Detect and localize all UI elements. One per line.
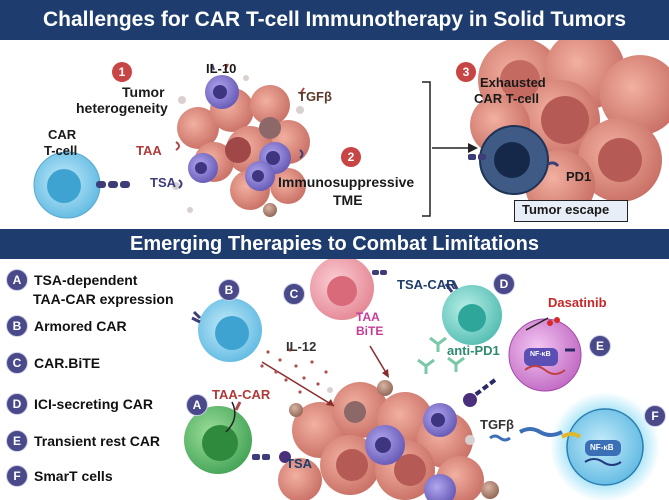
- challenge-number-2: 2: [341, 147, 361, 167]
- transient-rest-cell: [463, 317, 582, 407]
- tsa-car-label: TSA-CAR: [397, 277, 456, 292]
- diagram-letter-f: F: [644, 405, 666, 427]
- tumor-heterogeneity-line1: Tumor: [122, 84, 165, 100]
- il12-particles: [260, 348, 328, 394]
- ici-secreting-cell: [442, 280, 502, 345]
- legend-text-a-line2: TAA-CAR expression: [33, 291, 174, 307]
- challenge-number-1: 1: [112, 62, 132, 82]
- legend-item-c: C CAR.BiTE: [6, 352, 100, 374]
- tsa-label-top: TSA: [150, 175, 176, 190]
- taa-car-label: TAA-CAR: [212, 387, 271, 402]
- legend-text-f: SmarT cells: [34, 468, 113, 484]
- tgfb-label-bottom: TGFβ: [480, 417, 514, 432]
- diagram-letter-d: D: [493, 273, 515, 295]
- tsa-car-cell: [310, 256, 387, 320]
- il10-label: IL-10: [206, 61, 237, 76]
- legend-item-a: A TSA-dependent: [6, 269, 137, 291]
- diagram-letter-a: A: [186, 394, 208, 416]
- armored-car-cell: [191, 298, 262, 362]
- tumor-escape-label: Tumor escape: [522, 202, 610, 217]
- legend-letter-d: D: [6, 393, 28, 415]
- main-title: Challenges for CAR T-cell Immunotherapy …: [0, 0, 669, 40]
- dasatinib-label: Dasatinib: [548, 295, 607, 310]
- legend-letter-a: A: [6, 269, 28, 291]
- tumor-cluster-bottom: [278, 380, 499, 500]
- legend-text-e: Transient rest CAR: [34, 433, 161, 449]
- legend-letter-b: B: [6, 315, 28, 337]
- immunosuppressive-line2: TME: [333, 192, 363, 208]
- taa-label: TAA: [136, 143, 162, 158]
- exhausted-line2: CAR T-cell: [474, 91, 540, 106]
- challenge-number-3: 3: [456, 62, 476, 82]
- legend-item-f: F SmarT cells: [6, 465, 113, 487]
- legend-item-e: E Transient rest CAR: [6, 430, 160, 452]
- legend-letter-c: C: [6, 352, 28, 374]
- nfkb-label-e: NF-κB: [530, 351, 551, 358]
- legend-item-d: D ICI-secreting CAR: [6, 393, 153, 415]
- car-label-line2: T-cell: [44, 143, 78, 158]
- legend-item-b: B Armored CAR: [6, 315, 127, 337]
- smart-cell: [550, 392, 660, 500]
- tsa-dependent-car-cell: [184, 401, 291, 474]
- legend-text-c: CAR.BiTE: [34, 355, 101, 371]
- exhausted-car-t-cell: [468, 125, 560, 195]
- nfkb-label-f: NF-κB: [590, 443, 614, 452]
- receptor-marks: [175, 63, 305, 151]
- legend-text-d: ICI-secreting CAR: [34, 396, 154, 412]
- exhausted-line1: Exhausted: [480, 75, 546, 90]
- diagram-letter-c: C: [283, 283, 305, 305]
- legend-text-a-line1: TSA-dependent: [34, 272, 138, 288]
- bite-label: BiTE: [356, 324, 384, 338]
- tumor-escape-box: [514, 200, 628, 222]
- anti-pd1-antibodies: [417, 336, 465, 374]
- legend-letter-e: E: [6, 430, 28, 452]
- legend-letter-f: F: [6, 465, 28, 487]
- anti-pd1-label: anti-PD1: [447, 343, 500, 358]
- legend-text-b: Armored CAR: [34, 318, 127, 334]
- tumor-heterogeneity-line2: heterogeneity: [76, 100, 168, 116]
- car-t-cell: [33, 151, 130, 219]
- diagram-letter-b: B: [218, 279, 240, 301]
- taa-label-bottom: TAA: [356, 310, 380, 324]
- pd1-label: PD1: [566, 169, 592, 184]
- tsa-label-bottom: TSA: [286, 456, 312, 471]
- car-label-line1: CAR: [48, 127, 77, 142]
- section-title: Emerging Therapies to Combat Limitations: [0, 229, 669, 259]
- diagram-letter-e: E: [589, 335, 611, 357]
- tumor-cluster-top: [172, 75, 310, 217]
- il12-label: IL-12: [286, 339, 317, 354]
- tgfb-label-top: TGFβ: [298, 89, 332, 104]
- immunosuppressive-line1: Immunosuppressive: [278, 174, 415, 190]
